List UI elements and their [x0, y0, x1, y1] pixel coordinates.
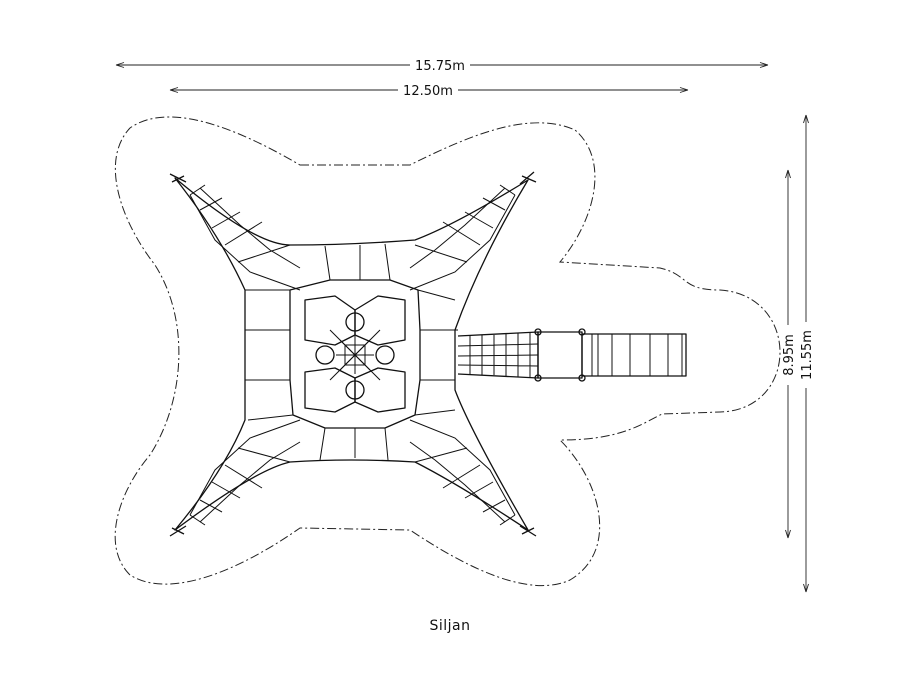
dimension-overall-height: 11.55m: [800, 114, 815, 593]
frame-width-label: 12.50m: [403, 84, 453, 99]
bridge-net: [457, 331, 539, 379]
dimension-overall-width: 15.75m: [115, 59, 769, 74]
anchor-post-top-left: [169, 173, 187, 183]
rope-net-structure: [169, 171, 537, 537]
slide: [581, 333, 687, 377]
anchor-post-bottom-right: [519, 525, 537, 537]
overall-width-label: 15.75m: [415, 59, 465, 74]
safety-zone-boundary: [114, 116, 781, 587]
dimension-frame-height: 8.95m: [782, 169, 797, 539]
dimension-frame-width: 12.50m: [169, 84, 689, 99]
platform: [534, 328, 586, 382]
drawing-caption: Siljan: [429, 618, 471, 634]
frame-height-label: 8.95m: [782, 334, 797, 376]
anchor-post-top-right: [519, 171, 537, 185]
net-outline: [174, 177, 529, 531]
anchor-post-bottom-left: [169, 525, 187, 537]
overall-height-label: 11.55m: [800, 330, 815, 380]
